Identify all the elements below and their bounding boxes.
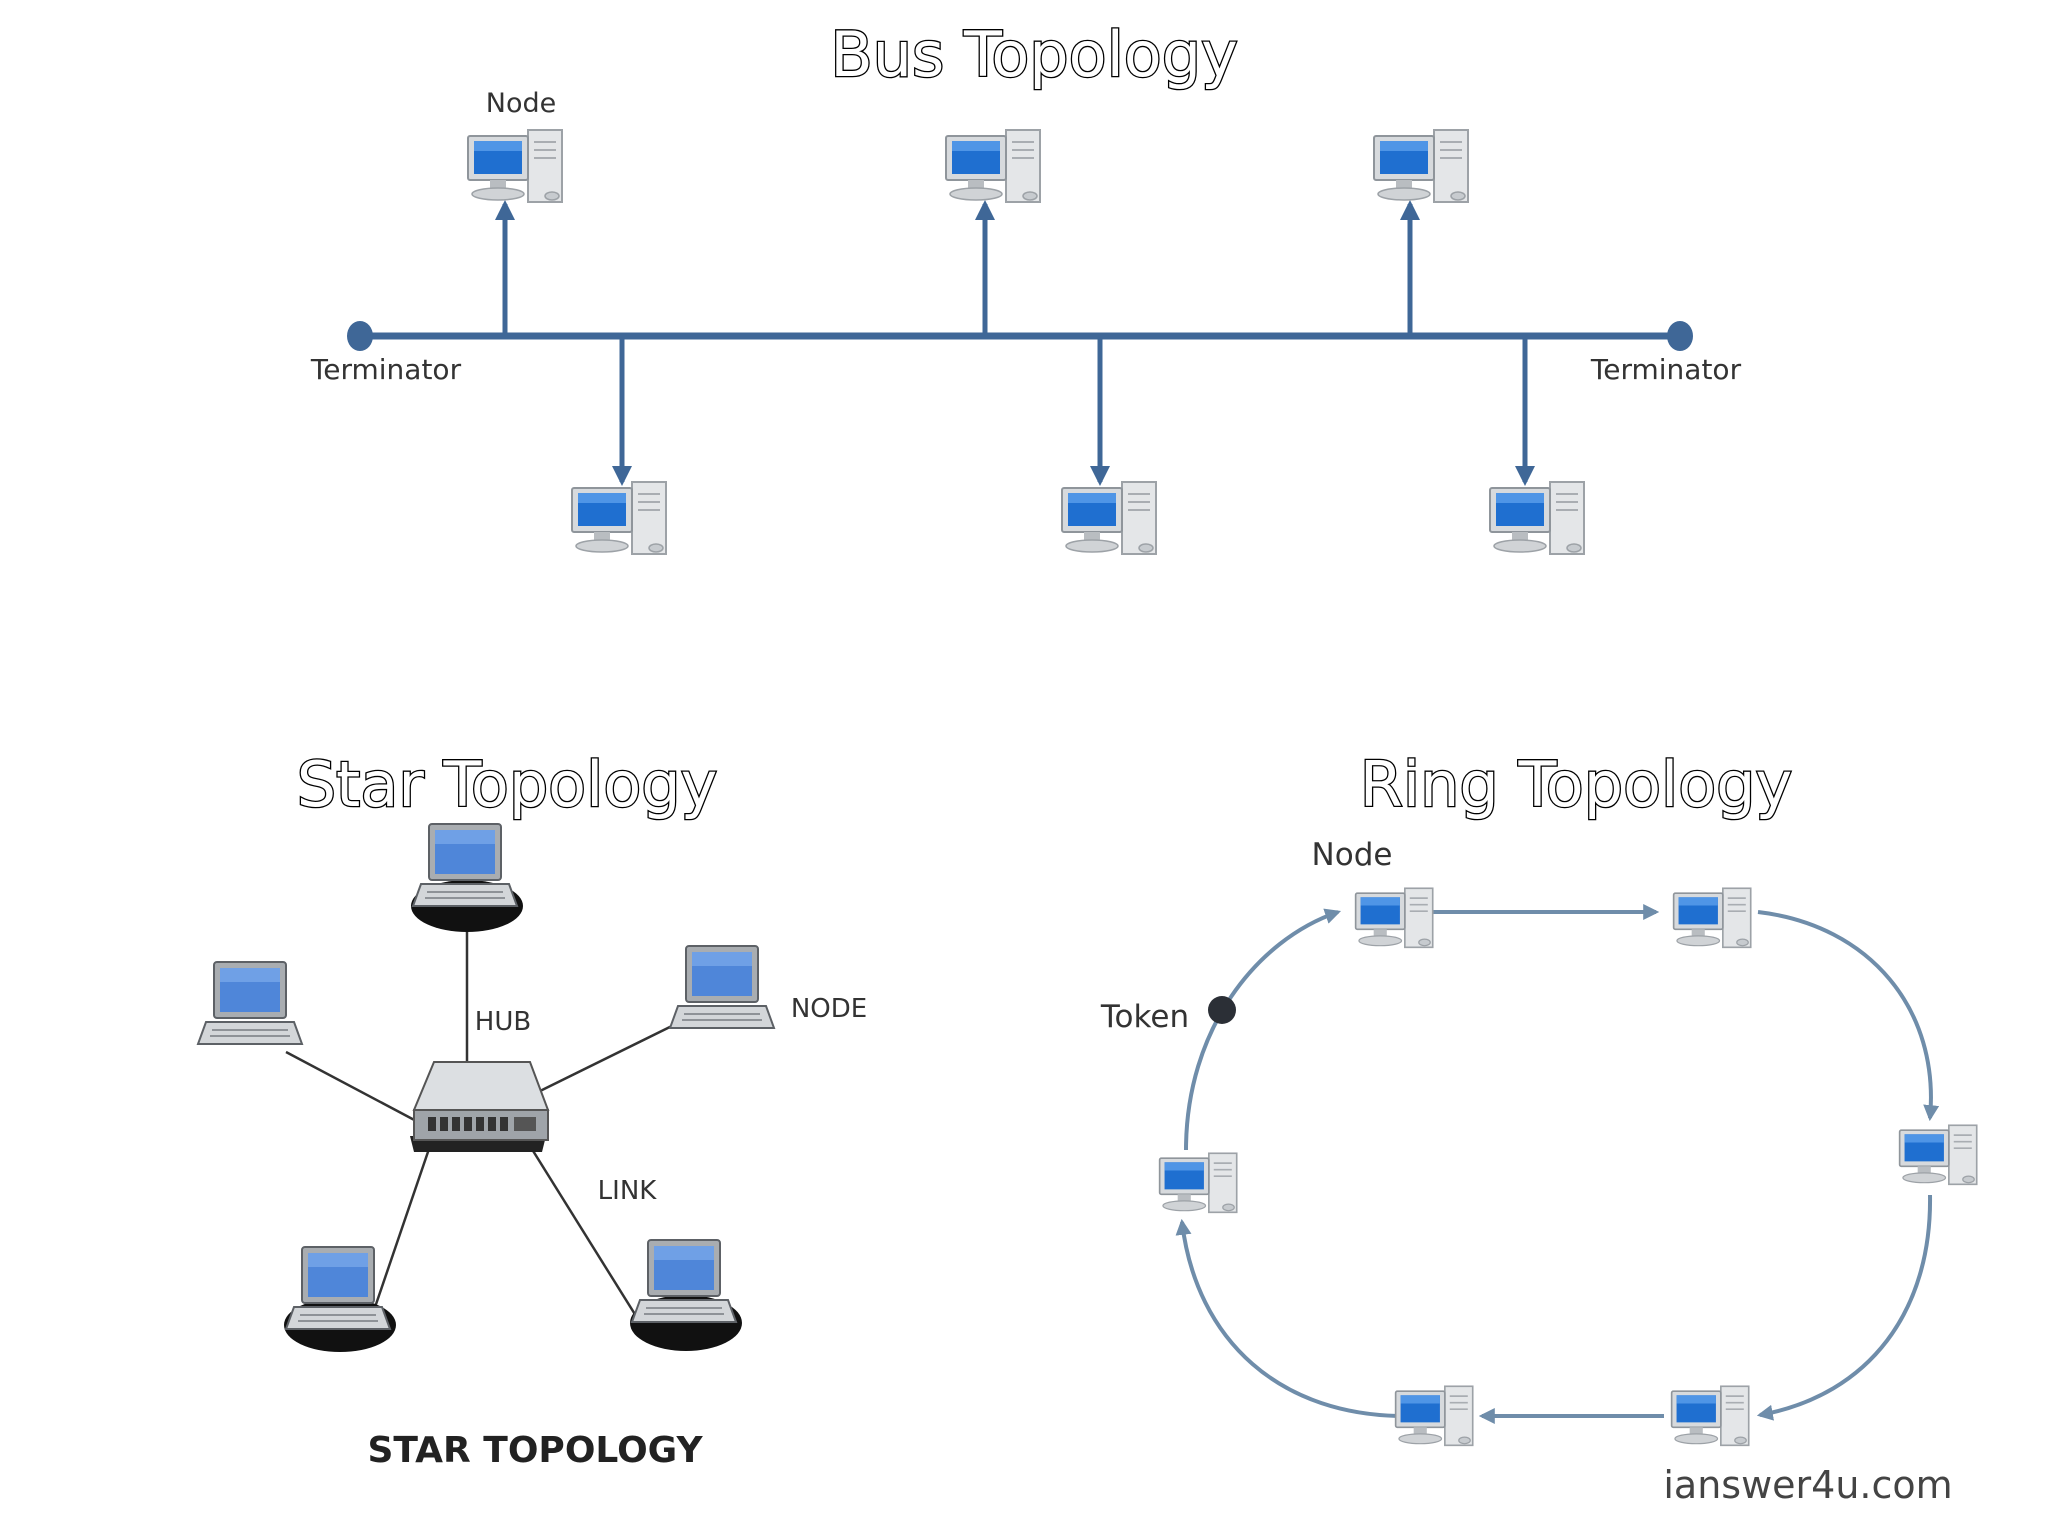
token-label: Token <box>1100 999 1189 1035</box>
hub-icon <box>410 1061 550 1152</box>
computer-icon <box>1061 481 1157 555</box>
laptop-icon <box>631 1239 737 1323</box>
ring-topology: Ring Topology Node Token ianswer4u.com <box>1100 747 1978 1507</box>
ring-title: Ring Topology <box>1360 748 1792 821</box>
bus-node-label: Node <box>486 88 556 119</box>
computer-icon <box>1354 887 1434 949</box>
star-link <box>285 1050 421 1125</box>
star-node-label: NODE <box>791 994 867 1024</box>
laptop-icon <box>197 961 303 1045</box>
ring-link <box>1757 910 1940 1122</box>
bus-title: Bus Topology <box>830 18 1238 91</box>
laptop-icon <box>669 945 775 1029</box>
computer-icon <box>1394 1385 1474 1447</box>
hub-label: HUB <box>475 1007 531 1037</box>
token-marker <box>1208 996 1236 1024</box>
terminator-label-left: Terminator <box>310 353 462 386</box>
ring-link <box>1756 1194 1933 1421</box>
computer-icon <box>1158 1152 1238 1214</box>
laptop-icon <box>412 823 518 907</box>
computer-icon <box>1670 1385 1750 1447</box>
link-label: LINK <box>598 1176 658 1206</box>
star-link <box>528 1145 638 1317</box>
star-link <box>370 1145 432 1317</box>
computer-icon <box>1373 129 1469 203</box>
computer-icon <box>1898 1124 1978 1186</box>
star-caption: STAR TOPOLOGY <box>367 1430 703 1471</box>
computer-icon <box>1672 887 1752 949</box>
ring-node-label: Node <box>1312 837 1393 873</box>
star-link <box>535 1020 681 1095</box>
computer-icon <box>945 129 1041 203</box>
ring-link <box>1184 908 1342 1151</box>
terminator-label-right: Terminator <box>1590 353 1742 386</box>
laptop-icon <box>285 1246 391 1330</box>
bus-topology: Bus Topology Node Terminator Terminator <box>310 17 1742 555</box>
watermark: ianswer4u.com <box>1663 1463 1952 1507</box>
bus-terminator-left <box>347 321 373 351</box>
star-title: Star Topology <box>297 748 718 821</box>
bus-terminator-right <box>1667 321 1693 351</box>
computer-icon <box>467 129 563 203</box>
star-topology: Star Topology HUB <box>197 747 867 1471</box>
computer-icon <box>571 481 667 555</box>
ring-link <box>1175 1218 1411 1419</box>
computer-icon <box>1489 481 1585 555</box>
